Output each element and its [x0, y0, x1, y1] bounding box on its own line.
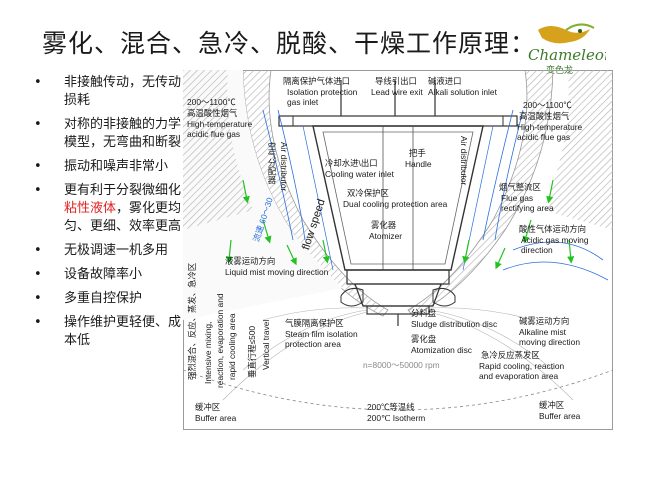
- spray-lines: [222, 307, 574, 401]
- right-outer-hatch: [543, 70, 613, 230]
- alk-mist-cn: 碱雾运动方向: [519, 316, 570, 326]
- alk-mist-en2: moving direction: [519, 337, 580, 347]
- bullet-item: 无极调速一机多用: [34, 242, 184, 260]
- left-temp-en: High-temperature: [187, 119, 253, 129]
- cooling-en: Cooling water inlet: [325, 169, 394, 179]
- logo-text: Chameleon: [528, 46, 606, 64]
- mixing-en3: rapid cooling area: [227, 313, 237, 380]
- isotherm-en: 200℃ Isotherm: [367, 413, 426, 423]
- bullet-highlight: 粘性液体: [64, 201, 117, 216]
- air-dist-en: Air distributor: [279, 142, 289, 192]
- right-temp-en: High-temperature: [517, 122, 583, 132]
- chameleon-logo: Chameleon 变色龙: [528, 23, 606, 75]
- flow-curves: [262, 109, 609, 281]
- bullet-item: 更有利于分裂微细化粘性液体，雾化更均匀、更细、效率更高: [34, 182, 184, 236]
- isolation-label-en: Isolation protection: [287, 87, 358, 97]
- left-temp-cn: 200～1100℃: [187, 97, 236, 107]
- flue-rect-en: Flue gas: [501, 193, 534, 203]
- left-temp-cn2: 高温酸性烟气: [187, 108, 238, 118]
- alk-mist-en: Alkaline mist: [519, 327, 567, 337]
- left-outer-hatch: [183, 70, 253, 230]
- handle-en: Handle: [405, 159, 432, 169]
- right-temp-cn: 200～1100℃: [523, 100, 572, 110]
- top-flange: [278, 115, 518, 127]
- bullet-item: 多重自控保护: [34, 290, 184, 308]
- buffer-left-en: Buffer area: [195, 413, 237, 423]
- buffer-right-en: Buffer area: [539, 411, 581, 421]
- lead-label-en: Lead wire exit: [371, 87, 423, 97]
- isolation-label-cn: 隔离保护气体进口: [283, 76, 350, 86]
- sludge-en: Sludge distribution disc: [411, 319, 498, 329]
- handle-cn: 把手: [409, 148, 426, 158]
- page-title: 雾化、混合、急冷、脱酸、干燥工作原理：: [42, 29, 537, 58]
- left-temp-en2: acidic flue gas: [187, 129, 241, 139]
- liquid-mist-en: Liquid mist moving direction: [225, 267, 329, 277]
- alkali-label-en: Alkali solution inlet: [428, 87, 497, 97]
- rapid-cn: 急冷反应蒸发区: [481, 350, 540, 360]
- rpm-label: n=8000～50000 rpm: [363, 360, 440, 370]
- bullet-item: 振动和噪声非常小: [34, 158, 184, 176]
- dual-cn: 双冷保护区: [347, 188, 389, 198]
- rapid-en2: and evaporation area: [479, 371, 559, 381]
- buffer-right-cn: 缓冲区: [539, 400, 565, 410]
- acidic-move-en: Acidic gas moving: [521, 235, 589, 245]
- logo-subtext: 变色龙: [546, 64, 573, 75]
- lead-label-cn: 导线引出口: [375, 76, 417, 86]
- flow-arrows: [225, 179, 575, 270]
- diagram-drawing: [183, 70, 613, 430]
- liquid-mist-cn: 液雾运动方向: [225, 256, 276, 266]
- acidic-move-cn: 酸性气体运动方向: [519, 224, 586, 234]
- atom-disc-en: Atomization disc: [411, 345, 472, 355]
- atomizer-diagram: 隔离保护气体进口 Isolation protection gas inlet …: [183, 70, 613, 430]
- atom-disc-cn: 雾化盘: [411, 334, 437, 344]
- feature-list: 非接触传动，无传动损耗 对称的非接触的力学模型，无弯曲和断裂 振动和噪声非常小 …: [34, 74, 184, 356]
- motor-housing: [346, 269, 450, 285]
- bullet-item: 非接触传动，无传动损耗: [34, 74, 184, 110]
- bullet-item: 设备故障率小: [34, 266, 184, 284]
- steam-en2: protection area: [285, 339, 341, 349]
- acidic-move-en2: direction: [521, 245, 553, 255]
- isolation-label-en2: gas inlet: [287, 97, 319, 107]
- mixing-cn: 强烈混合、反应、蒸发、急冷区: [187, 262, 197, 380]
- bullet-item: 对称的非接触的力学模型，无弯曲和断裂: [34, 116, 184, 152]
- flue-rect-cn: 烟气整流区: [499, 182, 541, 192]
- buffer-left-cn: 缓冲区: [195, 402, 221, 412]
- cooling-cn: 冷却水进\出口: [325, 158, 378, 168]
- steam-en: Steam film isolation: [285, 329, 358, 339]
- sludge-cn: 分料盘: [411, 308, 437, 318]
- bullet-item: 操作维护更轻便、成本低: [34, 314, 184, 350]
- right-temp-en2: acidic flue gas: [517, 132, 571, 142]
- atomizer-cn: 雾化器: [371, 220, 397, 230]
- vertical-en: Vertical travel: [261, 319, 271, 370]
- bullet-text: 更有利于分裂微细化: [64, 183, 182, 198]
- alkali-label-cn: 碱液进口: [428, 76, 462, 86]
- isotherm-cn: 200℃等温线: [367, 402, 415, 412]
- mixing-en2: reaction, evaporation and: [215, 293, 225, 388]
- vertical-cn: 垂直行程≤500: [247, 325, 257, 378]
- bullet-text: ，雾化更均匀、更细、效率更高: [64, 201, 182, 234]
- steam-cn: 气膜隔离保护区: [285, 318, 344, 328]
- dual-en: Dual cooling protection area: [343, 199, 448, 209]
- flue-rect-en2: rectifying area: [501, 203, 554, 213]
- right-wall-hatch: [407, 70, 613, 317]
- left-wall-hatch: [183, 70, 389, 317]
- rapid-en: Rapid cooling, reaction: [479, 361, 565, 371]
- atomizer-body: [312, 125, 484, 271]
- right-temp-cn2: 高温酸性烟气: [519, 111, 570, 121]
- air-dist-right-en: Air distributor: [459, 136, 469, 186]
- isotherm-arc: [183, 369, 613, 411]
- mixing-en: Intensive mixing,: [203, 321, 213, 384]
- atomizer-en: Atomizer: [369, 231, 403, 241]
- air-dist-cn: 空气分配器: [267, 142, 277, 184]
